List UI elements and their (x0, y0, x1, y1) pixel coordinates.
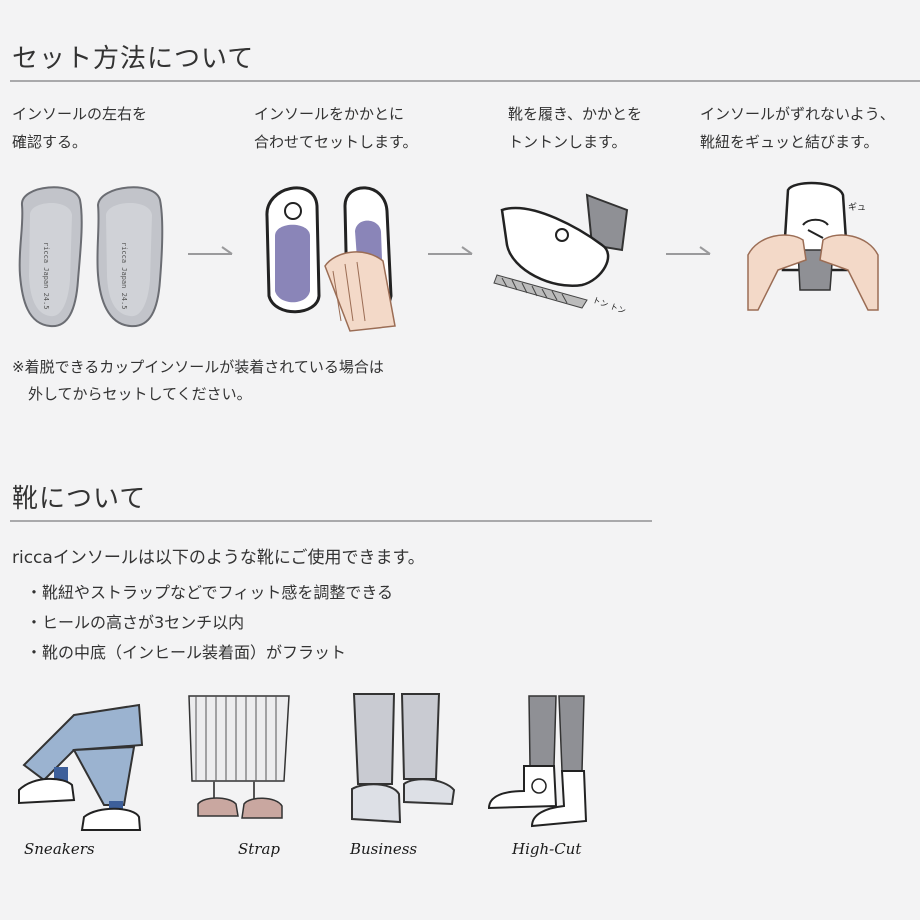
note-line-1: ※着脱できるカップインソールが装着されている場合は (12, 358, 384, 376)
step-1-line2: 確認する。 (12, 133, 88, 151)
tug-sound-text: ギュ (848, 202, 866, 213)
step-2-line1: インソールをかかとに (254, 105, 405, 123)
high-cut-caption: High-Cut (512, 840, 582, 858)
step-4-text: インソールがずれないよう、 靴紐をギュッと結びます。 (700, 100, 895, 156)
insoles-pair-illustration: ricca Japan 24.5 ricca Japan 24.5 (18, 186, 164, 328)
sneakers-caption: Sneakers (24, 840, 95, 858)
step-2-line2: 合わせてセットします。 (254, 133, 418, 151)
setup-title: セット方法について (12, 44, 255, 74)
business-shoes-illustration (351, 693, 456, 824)
step-4-line2: 靴紐をギュッと結びます。 (700, 133, 879, 151)
step-2-text: インソールをかかとに 合わせてセットします。 (254, 100, 418, 156)
step-1-text: インソールの左右を 確認する。 (12, 100, 147, 156)
sneakers-illustration (18, 703, 144, 831)
arrow-right-icon (428, 246, 473, 255)
cup-insole-note: ※着脱できるカップインソールが装着されている場合は 外してからセットしてください… (12, 354, 384, 408)
high-cut-shoes-illustration (487, 695, 588, 828)
setup-title-rule (10, 80, 920, 82)
arrow-right-icon (188, 246, 233, 255)
insole-stamp-left: ricca Japan 24.5 (42, 242, 50, 309)
insert-insole-illustration (265, 186, 396, 332)
tap-heel-illustration: トン トン (493, 193, 629, 316)
arrow-right-icon (666, 246, 711, 255)
shoes-title: 靴について (12, 484, 147, 514)
business-caption: Business (350, 840, 418, 858)
requirement-item: ・靴の中底（インヒール装着面）がフラット (26, 643, 347, 662)
note-line-2: 外してからセットしてください。 (28, 385, 252, 403)
step-3-line1: 靴を履き、かかとを (508, 105, 642, 123)
step-3-text: 靴を履き、かかとを トントンします。 (508, 100, 642, 156)
strap-caption: Strap (238, 840, 281, 858)
tie-laces-illustration: ギュ (747, 181, 879, 311)
shoes-title-rule (10, 520, 652, 522)
step-1-line1: インソールの左右を (12, 105, 148, 123)
tap-sound-text: トン トン (591, 295, 627, 315)
requirement-item: ・靴紐やストラップなどでフィット感を調整できる (26, 583, 394, 602)
strap-shoes-illustration (188, 695, 290, 819)
shoe-requirements-list: ・靴紐やストラップなどでフィット感を調整できる ・ヒールの高さが3センチ以内 ・… (26, 578, 393, 668)
requirement-item: ・ヒールの高さが3センチ以内 (26, 613, 245, 632)
step-4-line1: インソールがずれないよう、 (700, 105, 895, 123)
insole-stamp-right: ricca Japan 24.5 (120, 242, 128, 309)
step-3-line2: トントンします。 (508, 133, 627, 151)
shoes-intro: riccaインソールは以下のような靴にご使用できます。 (12, 548, 425, 568)
